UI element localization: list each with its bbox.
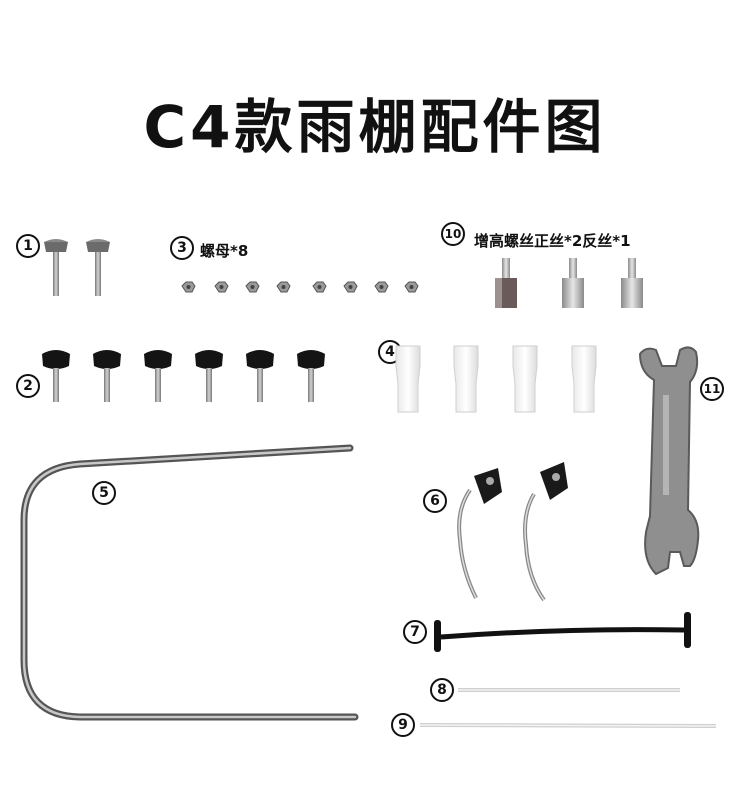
part-11-wrench bbox=[638, 346, 700, 576]
part-2-number: 2 bbox=[16, 374, 40, 398]
thumb-screw bbox=[44, 239, 68, 296]
part-11-number: 11 bbox=[700, 377, 724, 401]
part-9-rod bbox=[419, 723, 717, 728]
part-10-number: 10 bbox=[441, 222, 465, 246]
part-5-number: 5 bbox=[92, 481, 116, 505]
part-5-u-frame bbox=[20, 444, 359, 721]
part-1-thumb-screws bbox=[44, 239, 110, 296]
part-2-knob-screws bbox=[42, 350, 325, 402]
part-7-number: 7 bbox=[403, 620, 427, 644]
part-10-riser-screws bbox=[495, 258, 643, 308]
part-10-label: 增高螺丝正丝*2反丝*1 bbox=[474, 232, 631, 250]
part-6-brackets bbox=[457, 462, 568, 602]
part-7-strap bbox=[434, 612, 691, 652]
thumb-screw bbox=[86, 239, 110, 296]
page-title: C4款雨棚配件图 bbox=[143, 93, 607, 161]
part-3-number: 3 bbox=[170, 236, 194, 260]
part-3-nuts bbox=[181, 281, 419, 293]
part-3-label: 螺母*8 bbox=[200, 242, 249, 260]
part-4-end-caps bbox=[395, 345, 597, 413]
part-6-number: 6 bbox=[423, 489, 447, 513]
part-8-number: 8 bbox=[430, 678, 454, 702]
part-1-number: 1 bbox=[16, 234, 40, 258]
part-9-number: 9 bbox=[391, 713, 415, 737]
